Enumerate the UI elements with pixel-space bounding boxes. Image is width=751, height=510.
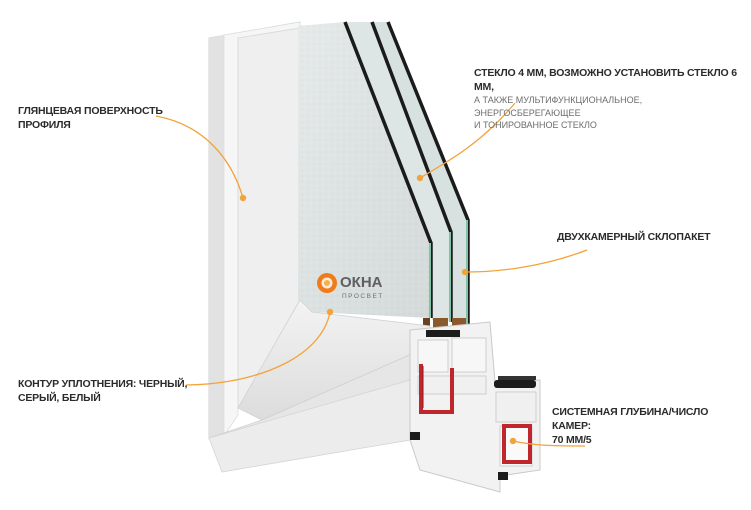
callout-depth: СИСТЕМНАЯ ГЛУБИНА/ЧИСЛО КАМЕР: 70 ММ/5 — [552, 405, 748, 447]
callout-dot-unit — [461, 268, 469, 276]
logo-sub: ПРОСВЕТ — [342, 293, 384, 300]
callout-line-unit — [464, 249, 588, 273]
callout-depth-line1: СИСТЕМНАЯ ГЛУБИНА/ЧИСЛО КАМЕР: — [552, 406, 709, 432]
window-frame — [208, 21, 301, 440]
callout-line-depth — [512, 440, 586, 447]
callout-dot-glass — [416, 174, 424, 182]
callout-surface: ГЛЯНЦЕВАЯ ПОВЕРХНОСТЬ ПРОФИЛЯ — [18, 104, 198, 132]
sill-profile — [208, 299, 541, 493]
callout-dot-seal — [326, 308, 334, 316]
callout-dot-surface — [239, 194, 247, 202]
callout-unit: ДВУХКАМЕРНЫЙ СКЛОПАКЕТ — [557, 230, 747, 244]
callout-depth-line2: 70 ММ/5 — [552, 434, 592, 446]
glass-unit — [298, 21, 470, 330]
callout-line-seal — [185, 311, 331, 386]
callout-glass-title: СТЕКЛО 4 ММ, ВОЗМОЖНО УСТАНОВИТЬ СТЕКЛО … — [474, 67, 737, 93]
callout-dot-depth — [509, 437, 517, 445]
callout-line-surface — [155, 115, 244, 199]
callout-seal: КОНТУР УПЛОТНЕНИЯ: ЧЕРНЫЙ, СЕРЫЙ, БЕЛЫЙ — [18, 377, 218, 405]
callout-glass-line3: И ТОНИРОВАННОЕ СТЕКЛО — [474, 120, 597, 130]
brand-logo: ОКНА ПРОСВЕТ — [317, 273, 384, 300]
callout-surface-line2: ПРОФИЛЯ — [18, 119, 71, 131]
callout-glass-line2: А ТАКЖЕ МУЛЬТИФУНКЦИОНАЛЬНОЕ, ЭНЕРГОСБЕР… — [474, 95, 643, 118]
logo-word: ОКНА — [340, 274, 383, 291]
callout-seal-line2: СЕРЫЙ, БЕЛЫЙ — [18, 392, 101, 404]
callout-lines — [155, 102, 588, 447]
callout-surface-line1: ГЛЯНЦЕВАЯ ПОВЕРХНОСТЬ — [18, 105, 163, 117]
callout-line-glass — [419, 102, 516, 179]
callout-glass: СТЕКЛО 4 ММ, ВОЗМОЖНО УСТАНОВИТЬ СТЕКЛО … — [474, 66, 746, 132]
callout-seal-line1: КОНТУР УПЛОТНЕНИЯ: ЧЕРНЫЙ, — [18, 378, 188, 390]
callout-dots — [239, 174, 517, 445]
callout-unit-line1: ДВУХКАМЕРНЫЙ СКЛОПАКЕТ — [557, 231, 711, 243]
